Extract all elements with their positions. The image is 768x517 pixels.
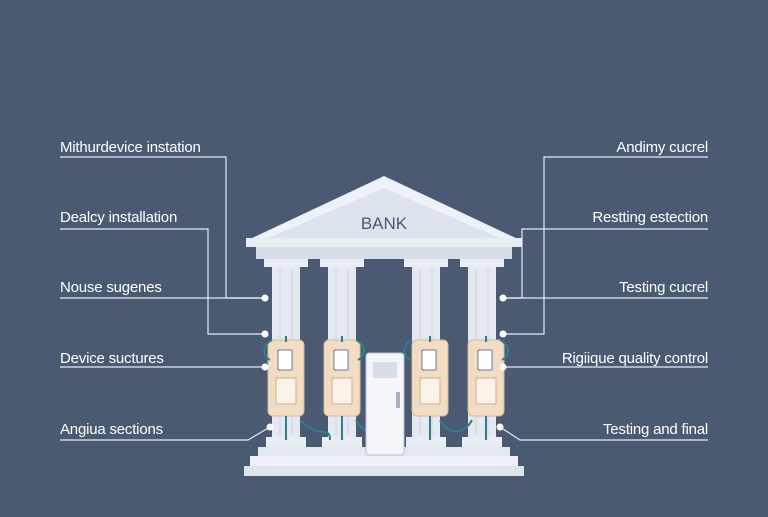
label-left-2: Dealcy installation xyxy=(60,209,178,226)
label-right-5: Testing and final xyxy=(602,421,708,438)
label-left-3: Nouse sugenes xyxy=(60,279,162,296)
roof-inner xyxy=(268,188,500,238)
central-machine xyxy=(365,352,405,456)
roof-beam xyxy=(246,238,522,247)
connector-dots xyxy=(261,294,507,431)
label-left-1: Mithurdevice instation xyxy=(60,139,201,156)
base-step-2 xyxy=(250,456,518,466)
building-label: BANK xyxy=(361,214,408,233)
label-right-1: Andimy cucrel xyxy=(616,139,708,156)
connector-lines xyxy=(60,156,708,441)
label-right-3: Testing cucrel xyxy=(619,279,708,296)
label-left-4: Device suctures xyxy=(60,350,164,367)
base-step-3 xyxy=(244,466,524,476)
label-right-2: Restting estection xyxy=(592,209,708,226)
label-left-5: Angiua sections xyxy=(60,421,163,438)
entablature xyxy=(256,247,512,259)
label-right-4: Rigiique quality control xyxy=(561,350,708,367)
